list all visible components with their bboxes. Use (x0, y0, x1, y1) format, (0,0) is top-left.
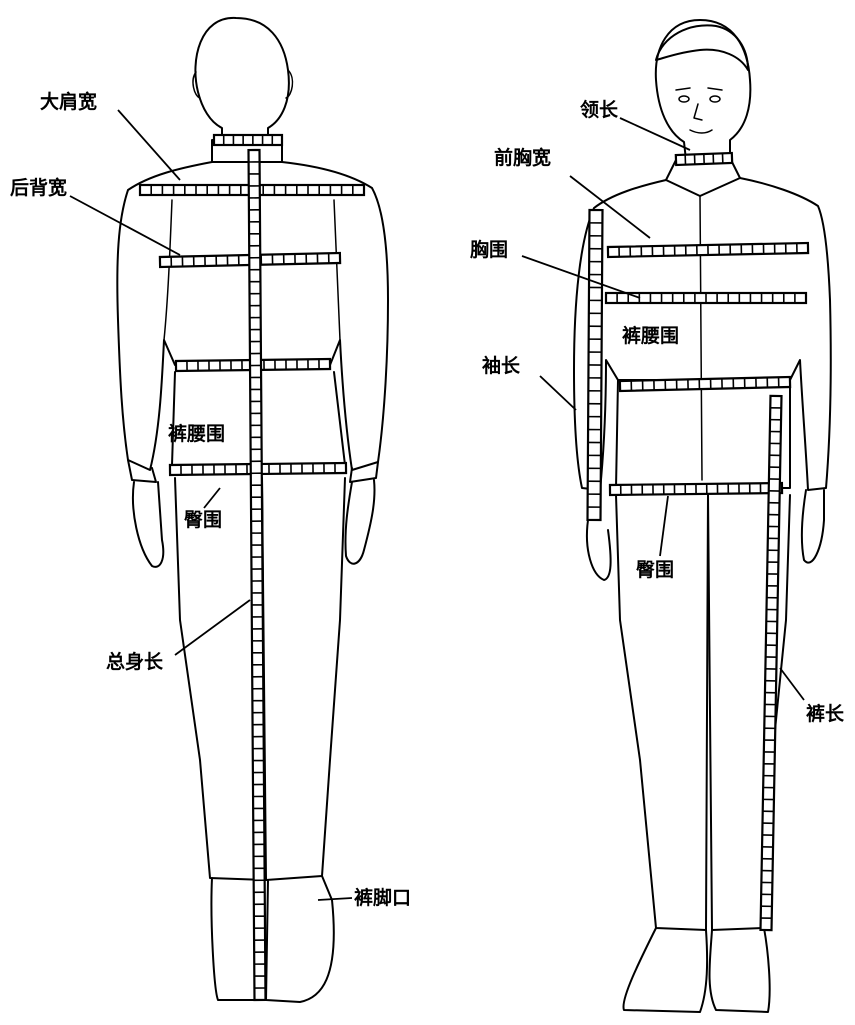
back-measuring-tapes (140, 135, 364, 1000)
front-shoe-right (710, 928, 770, 1012)
back-hand-left (133, 482, 163, 567)
tape-sleeve (588, 210, 603, 520)
back-hand-right (345, 480, 374, 564)
label-front-waist: 裤腰围 (622, 324, 679, 347)
front-hand-right (802, 490, 824, 563)
leader-trouser-hem (318, 898, 352, 900)
front-eye-left (679, 96, 689, 102)
leader-shoulder-width (118, 110, 180, 180)
label-total-length: 总身长 (106, 650, 164, 673)
label-trouser-length: 裤长 (806, 702, 845, 725)
leader-chest-width (570, 176, 650, 238)
leader-sleeve (540, 376, 576, 410)
leader-collar (620, 118, 690, 150)
leader-back-hip (204, 488, 220, 508)
label-back-waist: 裤腰围 (168, 422, 225, 445)
label-chest: 胸围 (470, 238, 508, 261)
front-jacket-lower (616, 380, 790, 488)
tape-chest (606, 293, 806, 303)
front-eyebrows (676, 88, 722, 90)
front-nose (694, 104, 702, 120)
tape-chest-width (608, 243, 808, 257)
leader-total-length (175, 600, 250, 655)
label-shoulder-width: 大肩宽 (40, 90, 97, 113)
label-collar: 领长 (580, 98, 619, 121)
label-chest-width: 前胸宽 (494, 146, 551, 169)
back-head (195, 18, 288, 140)
leader-trouser-length (780, 668, 804, 700)
back-shoe-right (266, 876, 334, 1002)
front-placket (700, 196, 702, 480)
front-hand-left (587, 520, 611, 580)
back-figure: 大肩宽 后背宽 裤腰围 臀围 总身长 裤脚口 (10, 18, 411, 1002)
label-trouser-hem: 裤脚口 (354, 886, 411, 909)
back-trouser-right (262, 478, 345, 880)
front-measuring-tapes (588, 153, 809, 930)
front-figure: 领长 前胸宽 胸围 裤腰围 袖长 臀围 裤长 (470, 20, 845, 1012)
label-sleeve: 袖长 (482, 354, 521, 377)
front-shoe-left (623, 928, 707, 1012)
front-eye-right (710, 96, 720, 102)
tape-front-hip (610, 483, 782, 495)
label-back-hip: 臀围 (184, 509, 222, 531)
back-cuff-right (350, 462, 378, 482)
tape-trouser-length (761, 396, 782, 930)
leader-back-width (70, 196, 180, 255)
tape-collar-front (676, 153, 732, 165)
back-sleeve-seam-left (164, 200, 172, 340)
front-mouth (690, 130, 712, 133)
back-sleeve-seam-right (334, 200, 340, 340)
label-back-width: 后背宽 (10, 176, 67, 199)
label-front-hip: 臀围 (636, 559, 674, 581)
tape-total-length (249, 150, 266, 1000)
front-head (656, 20, 751, 160)
leader-front-hip (660, 496, 668, 556)
tape-collar-back (214, 135, 282, 145)
